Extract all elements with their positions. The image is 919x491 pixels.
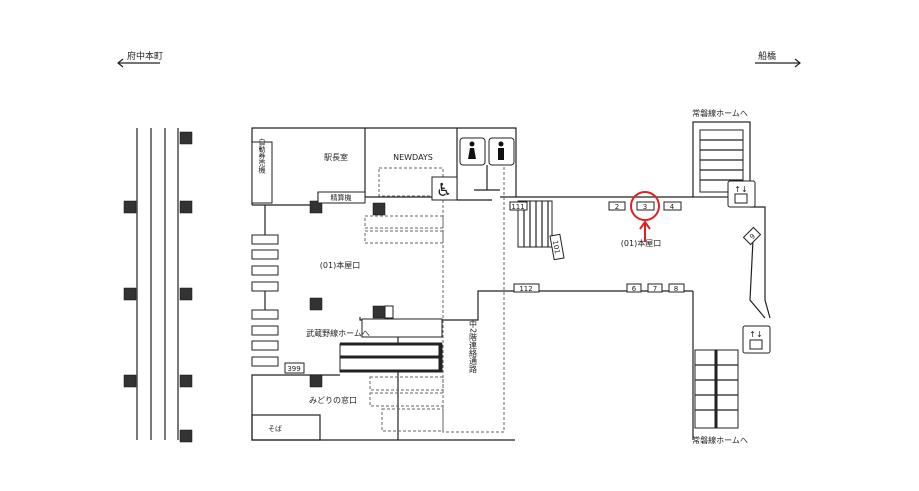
soba-label: そば: [268, 424, 282, 433]
womens-toilet-icon: [459, 137, 486, 166]
joban-stairs-bottom: [694, 349, 739, 429]
pillar: [123, 200, 137, 214]
highlight-marker: [630, 191, 660, 242]
direction-left: 府中本町: [117, 50, 163, 68]
mezzanine-passage-label: 中2階連絡通路: [469, 319, 478, 373]
svg-text:♿: ♿: [436, 180, 452, 201]
musashino-stairs: [339, 318, 443, 373]
pillar: [123, 287, 137, 301]
wheelchair-icon: ♿: [431, 176, 458, 201]
pillar: [179, 287, 193, 301]
ticket-machine-label: 自動券売機: [258, 138, 266, 175]
svg-text:101: 101: [551, 240, 561, 255]
svg-text:7: 7: [653, 285, 657, 293]
pillar: [179, 374, 193, 388]
dashed-underground-areas: [364, 165, 505, 433]
pillar: [179, 131, 193, 145]
pillar: [179, 429, 193, 443]
fare-adjust-label: 精算機: [331, 193, 352, 202]
highlight-circle: [630, 191, 660, 221]
svg-text:4: 4: [670, 203, 675, 211]
musashino-platform-label: 武蔵野線ホームへ: [306, 328, 370, 338]
svg-text:9: 9: [748, 232, 757, 241]
exit-number-boxes: 111 2 3 4 112 6 7 8 399 101 9: [284, 201, 762, 374]
main-exit-marker-label: (01)本屋口: [621, 238, 661, 248]
svg-text:112: 112: [519, 285, 532, 293]
direction-right: 船橋: [755, 50, 801, 68]
midori-window-label: みどりの窓口: [309, 395, 357, 405]
direction-left-label: 府中本町: [127, 50, 163, 62]
svg-text:111: 111: [511, 203, 524, 211]
pillar: [179, 200, 193, 214]
main-exit-label: (01)本屋口: [320, 260, 360, 270]
svg-text:↑↓: ↑↓: [734, 185, 747, 194]
joban-platform-bottom-label: 常磐線ホームへ: [692, 435, 748, 445]
svg-text:399: 399: [287, 365, 300, 373]
svg-text:8: 8: [674, 285, 678, 293]
svg-text:3: 3: [643, 203, 647, 211]
elevator-icon: ↑↓: [727, 180, 756, 208]
newdays-label: NEWDAYS: [393, 153, 433, 162]
joban-platform-top-label: 常磐線ホームへ: [692, 108, 748, 118]
tracks: [123, 128, 193, 443]
svg-text:2: 2: [615, 203, 619, 211]
svg-text:6: 6: [632, 285, 637, 293]
pillar: [123, 374, 137, 388]
station-master-label: 駅長室: [324, 152, 348, 162]
mens-toilet-icon: [488, 137, 515, 166]
svg-text:↑↓: ↑↓: [749, 330, 762, 339]
direction-right-label: 船橋: [758, 50, 776, 62]
joban-stairs-top: [692, 121, 771, 319]
elevator-icon: ↑↓: [742, 325, 771, 354]
